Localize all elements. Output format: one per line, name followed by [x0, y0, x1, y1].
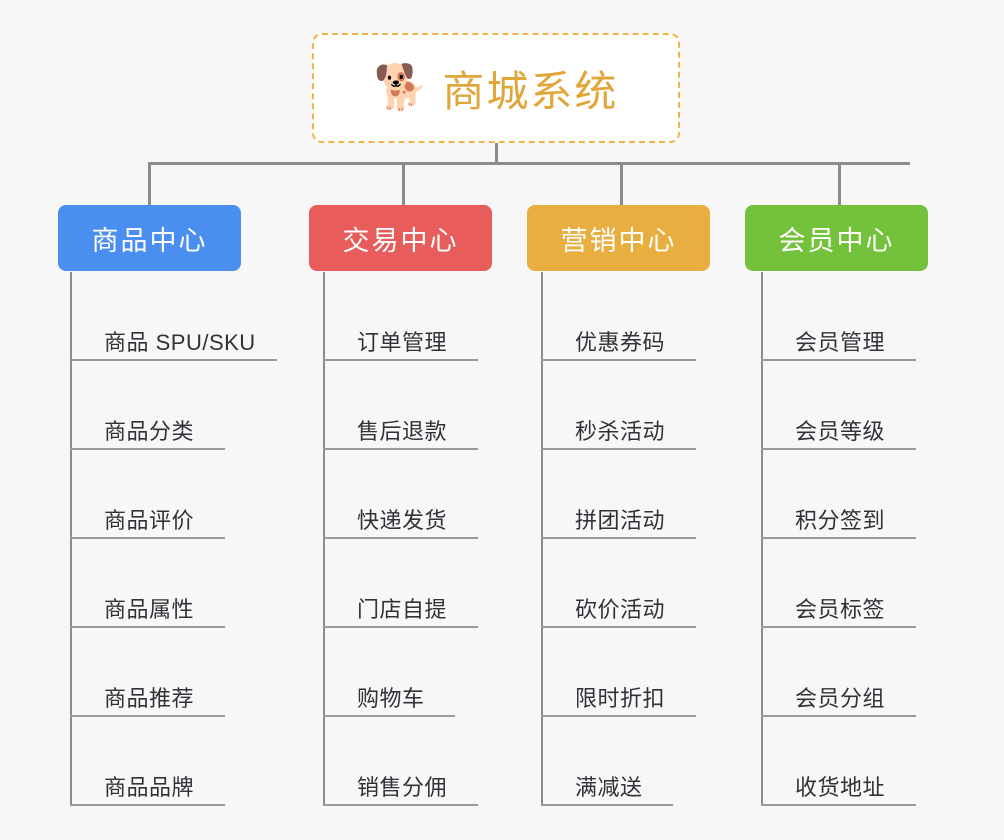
leaf-underline — [541, 804, 673, 806]
leaf-label: 会员分组 — [795, 686, 886, 711]
leaf-item[interactable]: 会员等级 — [761, 361, 1001, 450]
leaf-underline — [70, 537, 225, 539]
branch-drop-connector-1 — [148, 162, 151, 205]
branch-label: 交易中心 — [342, 225, 459, 256]
leaf-underline — [761, 804, 916, 806]
leaf-item[interactable]: 门店自提 — [323, 539, 563, 628]
leaf-label: 满减送 — [575, 775, 643, 800]
branch-drop-connector-3 — [620, 162, 623, 205]
branch-label: 会员中心 — [778, 225, 895, 256]
leaf-underline — [761, 715, 916, 717]
leaf-label: 秒杀活动 — [575, 419, 666, 444]
leaf-underline — [323, 537, 478, 539]
leaf-underline — [70, 359, 277, 361]
shiba-dog-icon: 🐕 — [373, 63, 429, 112]
leaf-underline — [70, 715, 225, 717]
leaf-underline — [761, 537, 916, 539]
leaf-item[interactable]: 砍价活动 — [541, 539, 781, 628]
leaf-underline — [541, 537, 696, 539]
leaf-column-4: 会员管理 会员等级 积分签到 会员标签 会员分组 收货地址 — [761, 272, 1001, 806]
leaf-item[interactable]: 商品属性 — [70, 539, 310, 628]
leaf-item[interactable]: 商品推荐 — [70, 628, 310, 717]
branch-drop-connector-4 — [838, 162, 841, 205]
leaf-underline — [541, 715, 696, 717]
leaf-label: 商品属性 — [104, 597, 195, 622]
branch-node-商品中心[interactable]: 商品中心 — [58, 205, 241, 271]
leaf-item[interactable]: 满减送 — [541, 717, 781, 806]
leaf-item[interactable]: 会员管理 — [761, 272, 1001, 361]
leaf-label: 商品 SPU/SKU — [104, 330, 256, 355]
leaf-label: 拼团活动 — [575, 508, 666, 533]
leaf-label: 限时折扣 — [575, 686, 666, 711]
leaf-item[interactable]: 购物车 — [323, 628, 563, 717]
leaf-item[interactable]: 会员标签 — [761, 539, 1001, 628]
branch-drop-connector-2 — [402, 162, 405, 205]
leaf-spine — [541, 272, 543, 806]
leaf-item[interactable]: 优惠券码 — [541, 272, 781, 361]
leaf-label: 商品分类 — [104, 419, 195, 444]
leaf-item[interactable]: 销售分佣 — [323, 717, 563, 806]
leaf-underline — [323, 715, 455, 717]
leaf-item[interactable]: 商品 SPU/SKU — [70, 272, 310, 361]
leaf-item[interactable]: 积分签到 — [761, 450, 1001, 539]
leaf-underline — [70, 626, 225, 628]
trunk-connector — [495, 143, 498, 164]
leaf-underline — [70, 804, 225, 806]
leaf-underline — [541, 626, 696, 628]
root-node[interactable]: 🐕 商城系统 — [312, 33, 680, 143]
leaf-label: 会员等级 — [795, 419, 886, 444]
leaf-spine — [323, 272, 325, 806]
leaf-label: 砍价活动 — [575, 597, 666, 622]
branch-label: 营销中心 — [560, 225, 677, 256]
leaf-label: 会员标签 — [795, 597, 886, 622]
leaf-label: 门店自提 — [357, 597, 448, 622]
branch-node-交易中心[interactable]: 交易中心 — [309, 205, 492, 271]
leaf-underline — [323, 626, 478, 628]
leaf-label: 售后退款 — [357, 419, 448, 444]
leaf-item[interactable]: 收货地址 — [761, 717, 1001, 806]
leaf-underline — [761, 626, 916, 628]
leaf-label: 销售分佣 — [357, 775, 448, 800]
leaf-item[interactable]: 会员分组 — [761, 628, 1001, 717]
leaf-underline — [323, 804, 478, 806]
leaf-underline — [761, 448, 916, 450]
leaf-label: 商品评价 — [104, 508, 195, 533]
leaf-spine — [70, 272, 72, 806]
leaf-label: 商品推荐 — [104, 686, 195, 711]
leaf-column-2: 订单管理 售后退款 快递发货 门店自提 购物车 销售分佣 — [323, 272, 563, 806]
leaf-item[interactable]: 商品评价 — [70, 450, 310, 539]
leaf-underline — [70, 448, 225, 450]
leaf-spine — [761, 272, 763, 806]
leaf-underline — [323, 448, 478, 450]
leaf-label: 积分签到 — [795, 508, 886, 533]
leaf-item[interactable]: 限时折扣 — [541, 628, 781, 717]
leaf-label: 收货地址 — [795, 775, 886, 800]
root-title: 商城系统 — [442, 67, 619, 115]
leaf-label: 会员管理 — [795, 330, 886, 355]
leaf-underline — [761, 359, 916, 361]
leaf-underline — [323, 359, 478, 361]
leaf-item[interactable]: 快递发货 — [323, 450, 563, 539]
leaf-label: 商品品牌 — [104, 775, 195, 800]
leaf-label: 订单管理 — [357, 330, 448, 355]
leaf-label: 购物车 — [357, 686, 425, 711]
leaf-underline — [541, 359, 696, 361]
branch-node-营销中心[interactable]: 营销中心 — [527, 205, 710, 271]
leaf-item[interactable]: 秒杀活动 — [541, 361, 781, 450]
leaf-item[interactable]: 订单管理 — [323, 272, 563, 361]
leaf-column-1: 商品 SPU/SKU 商品分类 商品评价 商品属性 商品推荐 商品品牌 — [70, 272, 310, 806]
leaf-item[interactable]: 商品品牌 — [70, 717, 310, 806]
branch-node-会员中心[interactable]: 会员中心 — [745, 205, 928, 271]
branch-label: 商品中心 — [91, 225, 208, 256]
leaf-item[interactable]: 售后退款 — [323, 361, 563, 450]
leaf-label: 快递发货 — [357, 508, 448, 533]
leaf-item[interactable]: 商品分类 — [70, 361, 310, 450]
leaf-item[interactable]: 拼团活动 — [541, 450, 781, 539]
leaf-label: 优惠券码 — [575, 330, 666, 355]
leaf-underline — [541, 448, 696, 450]
branch-bus-connector — [148, 162, 910, 165]
leaf-column-3: 优惠券码 秒杀活动 拼团活动 砍价活动 限时折扣 满减送 — [541, 272, 781, 806]
